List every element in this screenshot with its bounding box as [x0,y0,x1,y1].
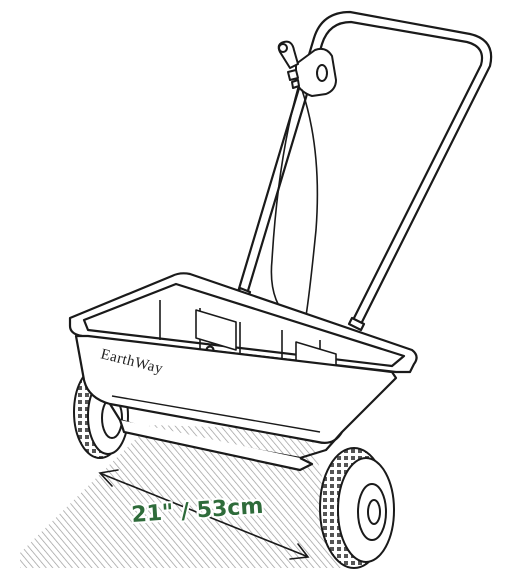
handle [236,10,493,332]
spread-area [20,425,345,568]
hopper [68,272,418,472]
control-cable [270,87,319,321]
control-lever [277,40,337,97]
right-wheel [319,447,395,569]
spread-width-arrow [98,469,310,560]
